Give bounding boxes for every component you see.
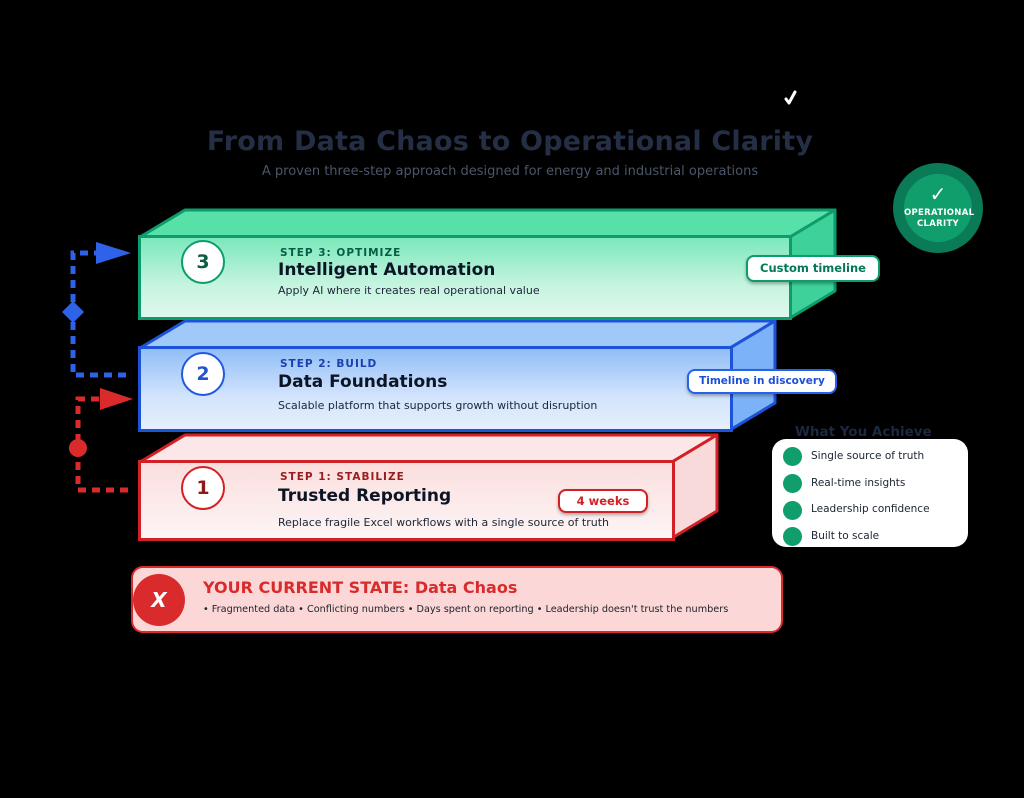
- step2-kicker: STEP 2: BUILD: [280, 358, 378, 370]
- step3-title: Intelligent Automation: [278, 260, 496, 280]
- sparkle-icon: [784, 90, 797, 105]
- step1-number-circle: 1: [181, 466, 225, 510]
- red-connector-arrow-icon: [100, 388, 133, 410]
- clarity-badge-line1: OPERATIONAL: [904, 208, 975, 218]
- step1-front-face: [138, 460, 675, 541]
- step3-description: Apply AI where it creates real operation…: [278, 284, 540, 297]
- step2-top-face: [138, 319, 777, 350]
- current-state-box: [131, 566, 783, 633]
- page-title: From Data Chaos to Operational Clarity: [206, 126, 814, 157]
- blue-connector-arrow-icon: [96, 242, 131, 264]
- step3-number-circle: 3: [181, 240, 225, 284]
- operational-clarity-badge: ✓ OPERATIONAL CLARITY: [893, 163, 983, 253]
- achieve-item: Built to scale: [811, 530, 880, 542]
- bullet-dot-icon: [783, 527, 802, 546]
- current-state-title: YOUR CURRENT STATE: Data Chaos: [203, 578, 518, 597]
- current-state-details: • Fragmented data • Conflicting numbers …: [203, 604, 729, 615]
- step2-title: Data Foundations: [278, 372, 448, 392]
- step1-description: Replace fragile Excel workflows with a s…: [278, 516, 609, 529]
- step3-front-face: [138, 235, 792, 320]
- blue-connector-node: [62, 301, 84, 323]
- step3-kicker: STEP 3: OPTIMIZE: [280, 247, 402, 259]
- bullet-dot-icon: [783, 447, 802, 466]
- achieve-card: Single source of truth Real-time insight…: [772, 439, 968, 547]
- step3-timeline-pill: Custom timeline: [746, 255, 880, 282]
- step1-kicker: STEP 1: STABILIZE: [280, 471, 405, 483]
- step1-timeline-pill: 4 weeks: [558, 489, 648, 513]
- achieve-item: Leadership confidence: [811, 503, 930, 515]
- achieve-heading: What You Achieve: [795, 424, 932, 440]
- x-icon: X: [133, 574, 185, 626]
- step1-top-face: [138, 433, 719, 464]
- bullet-dot-icon: [783, 474, 802, 493]
- achieve-item: Single source of truth: [811, 450, 925, 462]
- step1-title: Trusted Reporting: [278, 486, 452, 506]
- step3-top-face: [138, 208, 837, 239]
- clarity-badge-line2: CLARITY: [917, 219, 959, 229]
- step2-timeline-pill: Timeline in discovery: [687, 369, 837, 394]
- red-connector-node: [69, 439, 87, 457]
- step2-front-face: [138, 346, 733, 432]
- clarity-badge-inner: ✓ OPERATIONAL CLARITY: [904, 174, 975, 242]
- check-icon: ✓: [929, 182, 947, 206]
- step2-number-circle: 2: [181, 352, 225, 396]
- page-subtitle: A proven three-step approach designed fo…: [261, 164, 759, 179]
- step2-description: Scalable platform that supports growth w…: [278, 399, 598, 412]
- bullet-dot-icon: [783, 501, 802, 520]
- achieve-item: Real-time insights: [811, 477, 906, 489]
